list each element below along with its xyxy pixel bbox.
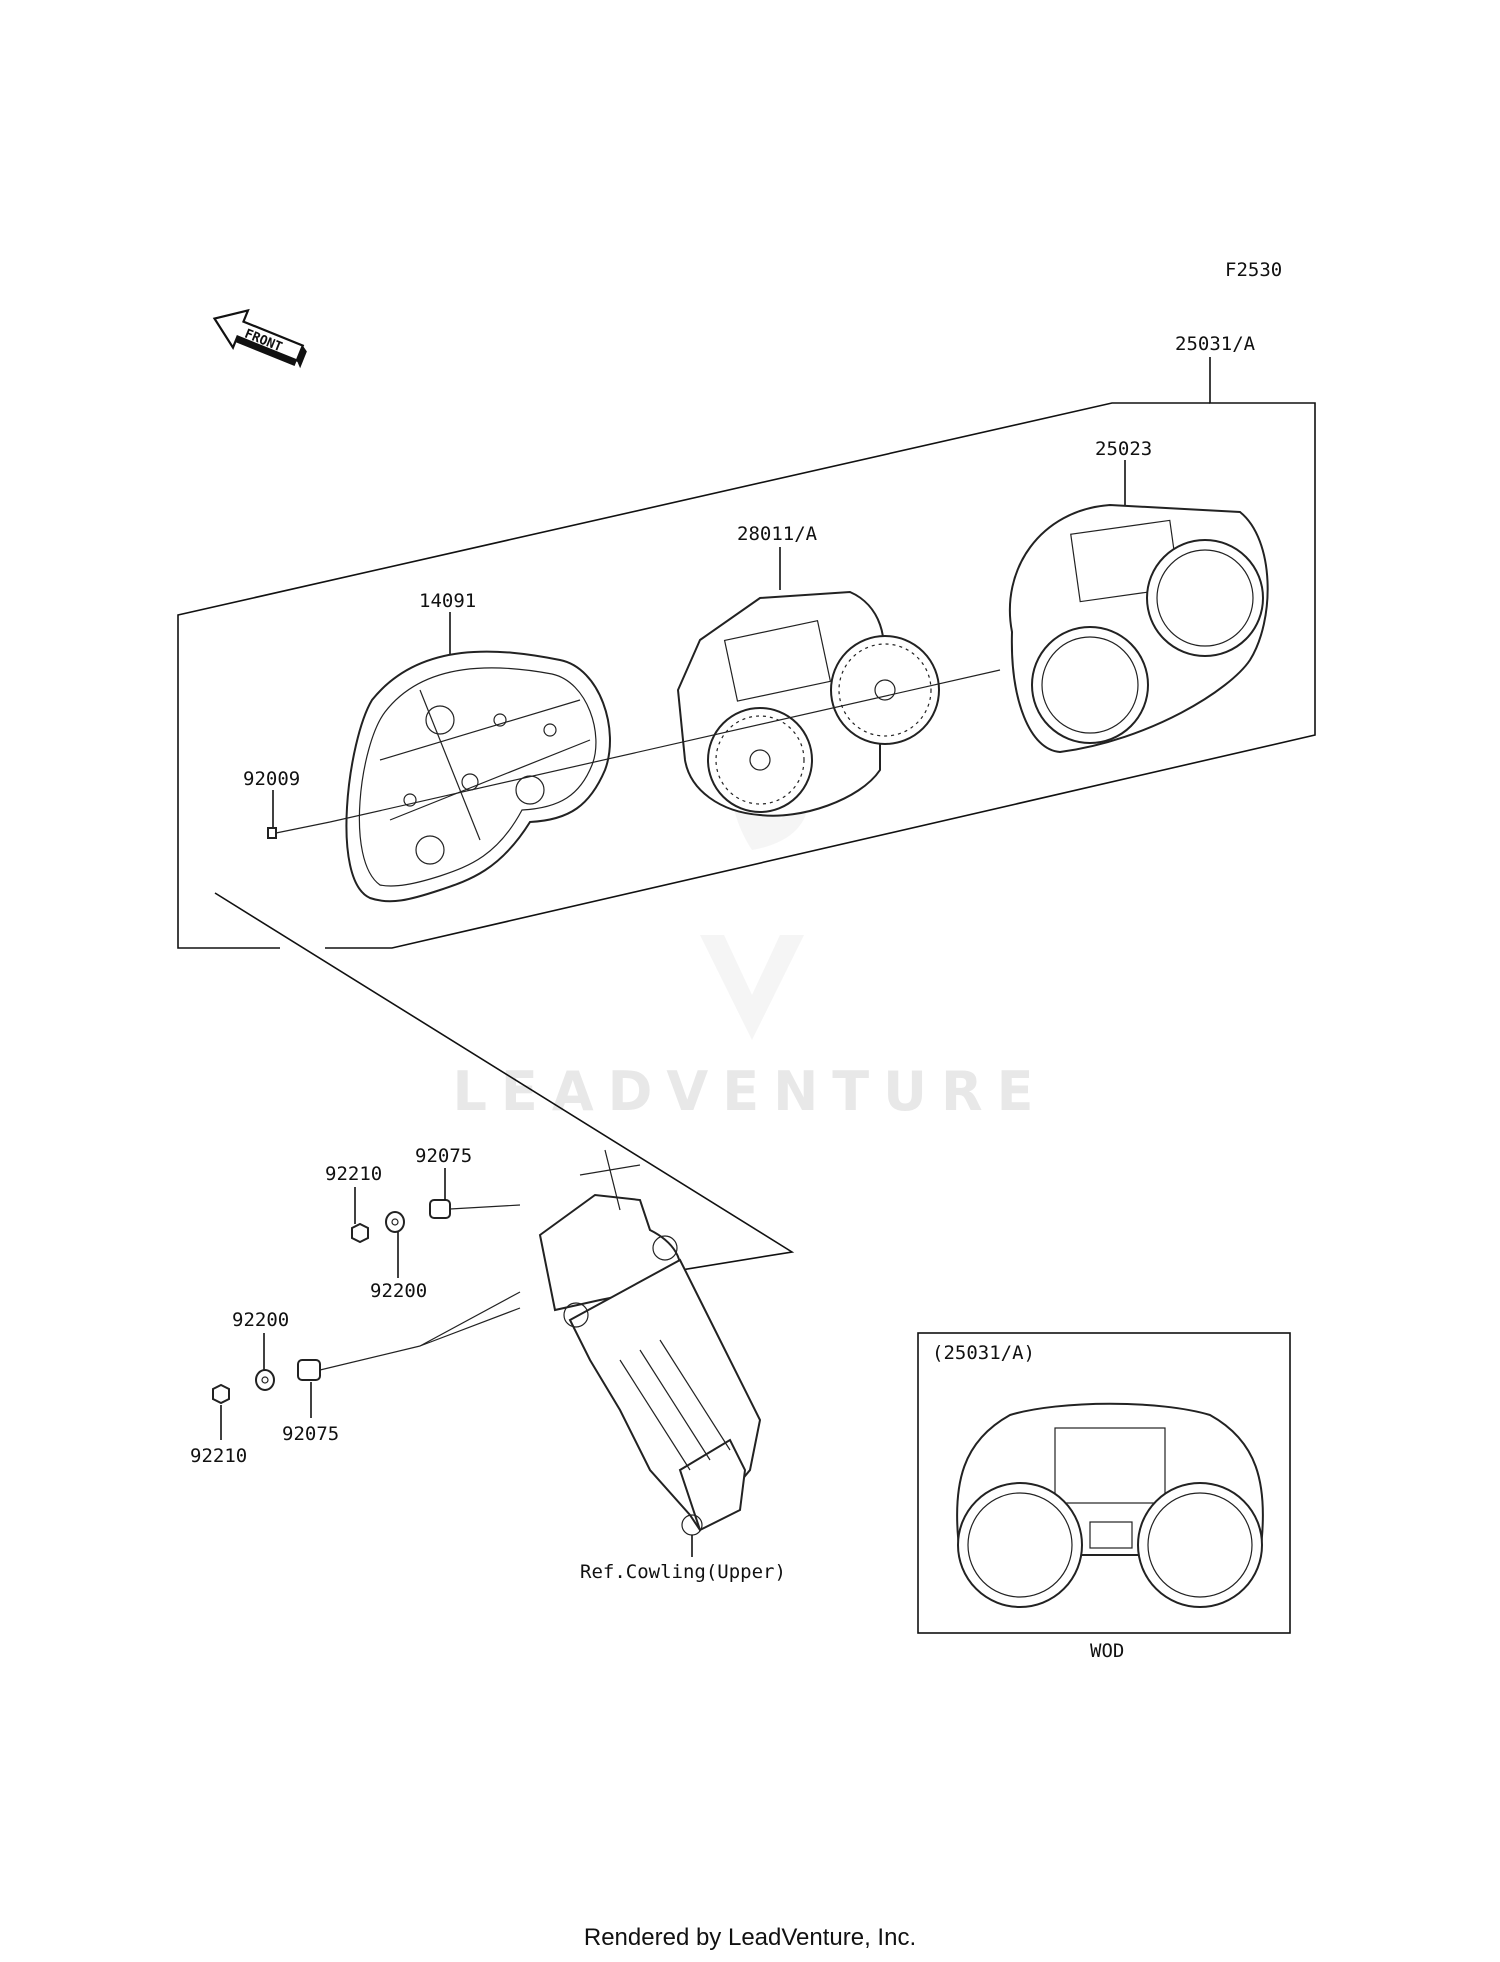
washer-upper-part: [385, 1211, 405, 1233]
meter-case-part: [345, 650, 611, 903]
ref-cowling-note: Ref.Cowling(Upper): [580, 1561, 786, 1583]
meter-cover-part: [1008, 503, 1269, 754]
watermark-text: LEADVENTURE: [453, 1060, 1048, 1123]
nut-upper-part: [351, 1222, 369, 1244]
callout-92075-lower: 92075: [282, 1423, 339, 1445]
stay-bracket-part: [538, 1149, 762, 1536]
callout-92210-lower: 92210: [190, 1445, 247, 1467]
callout-14091: 14091: [419, 590, 476, 612]
washer-lower-part: [255, 1369, 275, 1391]
inset-caption: WOD: [1090, 1640, 1124, 1662]
nut-lower-part: [212, 1383, 230, 1405]
callout-92075-upper: 92075: [415, 1145, 472, 1167]
damper-upper-part: [429, 1199, 521, 1219]
footer-credit: Rendered by LeadVenture, Inc.: [584, 1924, 916, 1951]
callout-25031a: 25031/A: [1175, 333, 1256, 355]
callout-28011a: 28011/A: [737, 523, 818, 545]
callout-92009: 92009: [243, 768, 300, 790]
callout-25023: 25023: [1095, 438, 1152, 460]
callout-92200-lower: 92200: [232, 1309, 289, 1331]
inset-title: (25031/A): [932, 1342, 1035, 1364]
front-arrow-icon: FRONT: [212, 308, 307, 369]
callout-92200-upper: 92200: [370, 1280, 427, 1302]
damper-lower-part: [297, 1291, 521, 1381]
inset-box: [917, 1332, 1291, 1634]
callout-92210-upper: 92210: [325, 1163, 382, 1185]
figure-code: F2530: [1225, 259, 1282, 281]
meter-unit-part: [676, 590, 940, 817]
screw-part: [267, 821, 331, 839]
